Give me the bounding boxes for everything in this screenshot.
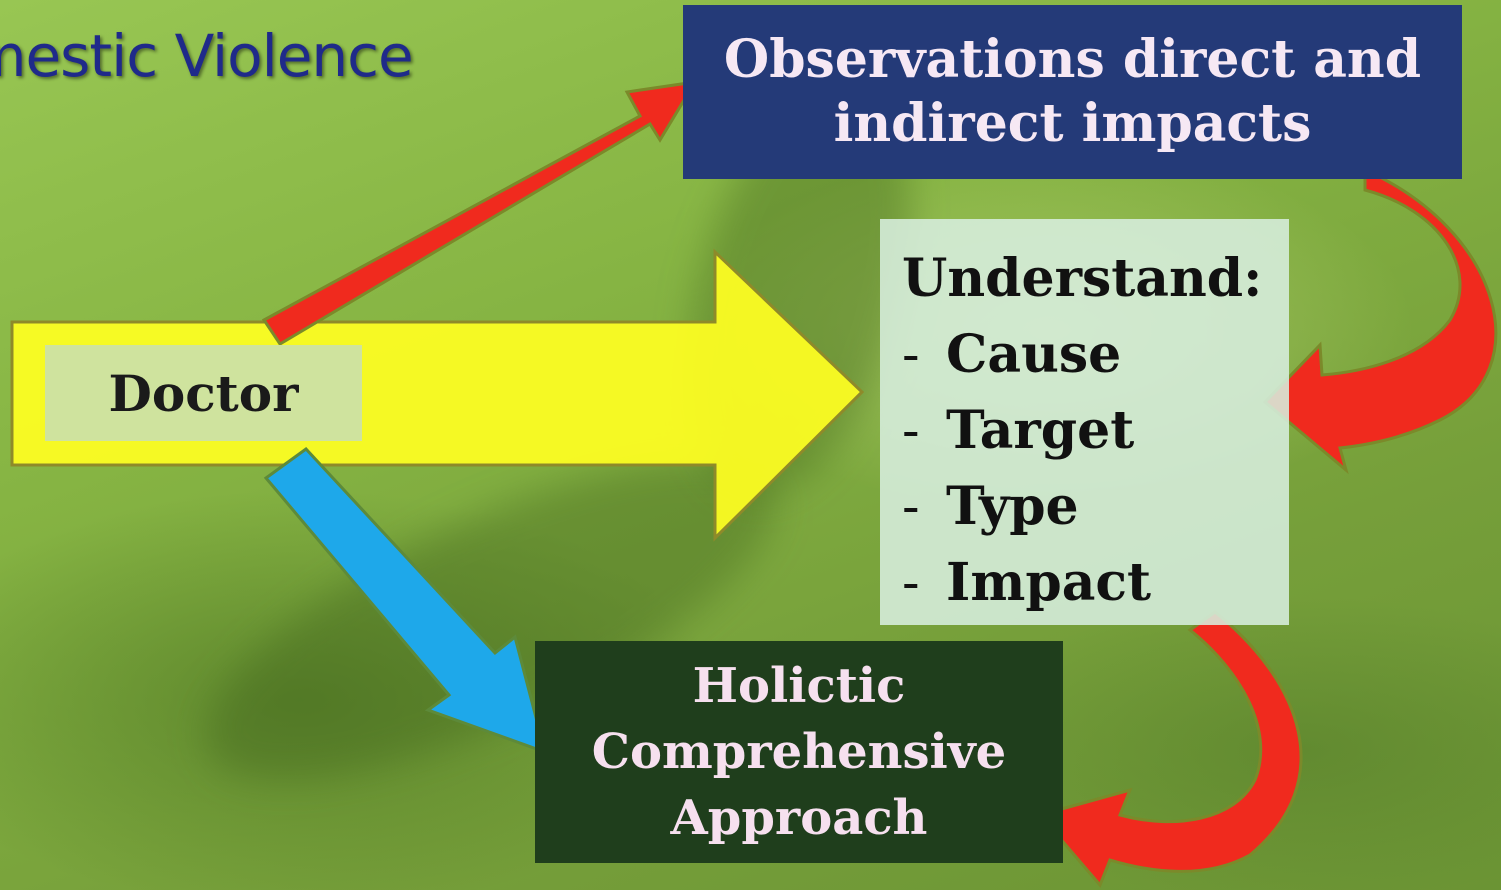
- blue-arrow-to-approach: [263, 447, 548, 755]
- understand-item: -Type: [902, 476, 1079, 537]
- approach-line: Comprehensive: [591, 724, 1007, 780]
- observations-line: Observations direct and: [723, 29, 1422, 90]
- approach-box: Holictic Comprehensive Approach: [535, 641, 1063, 863]
- page-title: mestic Violence: [0, 22, 414, 90]
- red-arrow-to-observations: [261, 80, 698, 347]
- red-curved-arrow-lower: [1037, 610, 1303, 888]
- yellow-arrow: [10, 248, 865, 542]
- approach-line: Holictic: [692, 658, 906, 714]
- understand-box: Understand: -Cause -Target -Type -Impact: [880, 219, 1289, 625]
- doctor-box: Doctor: [45, 345, 362, 441]
- understand-item: -Cause: [902, 324, 1122, 385]
- approach-line: Approach: [670, 790, 928, 846]
- observations-box: Observations direct and indirect impacts: [683, 5, 1462, 179]
- red-curved-arrow-upper: [1262, 167, 1498, 475]
- observations-line: indirect impacts: [833, 93, 1312, 154]
- understand-item: -Impact: [902, 552, 1152, 613]
- understand-heading: Understand:: [902, 248, 1263, 309]
- understand-item: -Target: [902, 400, 1135, 461]
